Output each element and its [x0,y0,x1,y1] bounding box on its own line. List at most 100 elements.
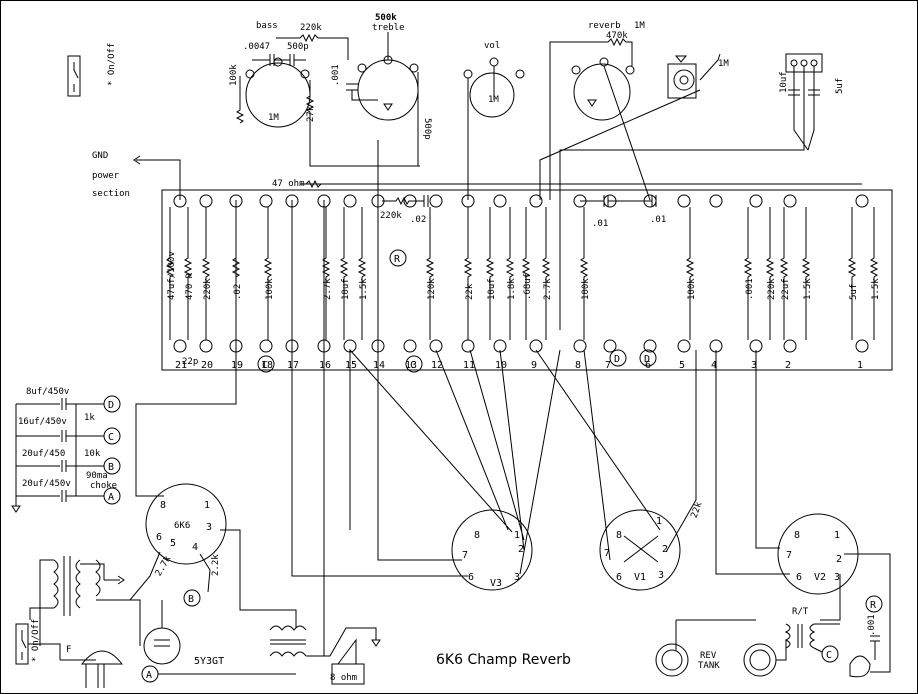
svg-text:B: B [108,462,114,473]
svg-text:8 ohm: 8 ohm [330,673,357,683]
board-component [485,207,495,340]
svg-text:7: 7 [604,548,610,559]
svg-text:1M: 1M [268,113,279,123]
svg-text:47 ohm: 47 ohm [272,179,305,189]
board-component [183,207,193,340]
svg-text:4: 4 [192,542,198,553]
terminal-number: 1 [857,360,863,371]
svg-text:5uf: 5uf [835,78,845,94]
eyelet-top [259,194,273,208]
svg-text:.02: .02 [410,215,426,225]
eyelet-top [403,194,417,208]
eyelet-top [573,194,587,208]
svg-text:C: C [262,360,268,371]
board-component-label: 22uf [781,278,791,300]
board-component-label: 1.5k [803,278,813,300]
svg-text:A: A [108,492,114,503]
eyelet-top [855,194,869,208]
svg-text:7: 7 [462,550,468,561]
svg-text:section: section [92,189,130,199]
svg-text:D: D [614,354,620,365]
svg-text:TANK: TANK [698,661,720,671]
board-component [339,207,349,340]
terminal-number: 2 [785,360,791,371]
eyelet-bottom [259,339,273,353]
board-component [541,207,551,340]
terminal-number: 19 [231,360,243,371]
board-component [425,207,435,340]
svg-text:1k: 1k [84,413,95,423]
eyelet-top [429,194,443,208]
output-caps-block: 10uf 5uf [559,53,845,330]
board-component [743,207,753,340]
eyelet-bottom [783,339,797,353]
board-component [463,207,473,340]
svg-text:27k: 27k [306,105,316,122]
svg-text:2.7k: 2.7k [154,554,174,578]
board-component-label: 100k [581,278,591,300]
svg-text:treble: treble [372,23,405,33]
svg-text:V3: V3 [490,578,502,589]
svg-text:100k: 100k [229,64,239,86]
board-component [779,207,789,340]
svg-text:A: A [146,670,152,681]
terminal-number: 11 [463,360,475,371]
svg-text:V2: V2 [814,572,826,583]
svg-text:vol: vol [484,41,500,51]
eyelet-bottom [173,339,187,353]
svg-text:20uf/450: 20uf/450 [22,449,65,459]
terminal-number: 8 [575,360,581,371]
reverb-control: reverb 1M 470k [549,21,651,201]
power-section-label: GND power section [92,151,181,200]
svg-text:500p: 500p [422,118,432,140]
eyelet-top [749,194,763,208]
board-component-label: .68uf [523,273,533,300]
svg-text:16uf/450v: 16uf/450v [18,417,67,427]
svg-text:5Y3GT: 5Y3GT [194,656,224,667]
svg-text:470k: 470k [606,31,628,41]
svg-text:D: D [644,354,650,365]
terminal-number: 15 [345,360,357,371]
board-component [869,207,879,340]
svg-text:1M: 1M [718,59,729,69]
svg-text:3: 3 [658,570,664,581]
treble-control: 500k treble .001 500p [331,13,432,200]
eyelet-top [173,194,187,208]
svg-text:* On/Off: * On/Off [107,43,117,86]
reverb-pot [573,63,631,121]
svg-text:500k: 500k [375,13,397,23]
eyelet-top [529,194,543,208]
svg-text:2: 2 [662,544,668,555]
board-component-label: 1.5k [871,278,881,300]
eyelet-bottom [855,339,869,353]
svg-text:22p: 22p [182,357,198,367]
svg-text:8: 8 [794,530,800,541]
svg-text:.0047: .0047 [243,42,270,52]
svg-text:B: B [188,594,194,605]
eyelet-bottom [199,339,213,353]
svg-text:3: 3 [834,572,840,583]
svg-text:6: 6 [156,532,162,543]
svg-text:90ma: 90ma [86,471,108,481]
svg-text:.001: .001 [331,64,341,86]
power-switch-fuse: * On/Off F [15,619,124,688]
svg-text:6K6: 6K6 [174,521,190,531]
treble-pot [357,59,419,121]
svg-text:5: 5 [170,538,176,549]
eyelet-top [677,194,691,208]
eyelet-bottom [403,339,417,353]
terminal-number: 10 [495,360,507,371]
svg-text:C: C [410,360,416,371]
svg-text:R/T: R/T [792,607,809,617]
volume-control: vol 1M [463,41,525,200]
terminal-number: 14 [373,360,385,371]
input-jack: 1M [539,53,729,200]
svg-text:8: 8 [616,530,622,541]
svg-text:3: 3 [514,572,520,583]
svg-text:6: 6 [468,572,474,583]
svg-text:GND: GND [92,151,108,161]
svg-text:20uf/450v: 20uf/450v [22,479,71,489]
board-component [201,207,211,340]
